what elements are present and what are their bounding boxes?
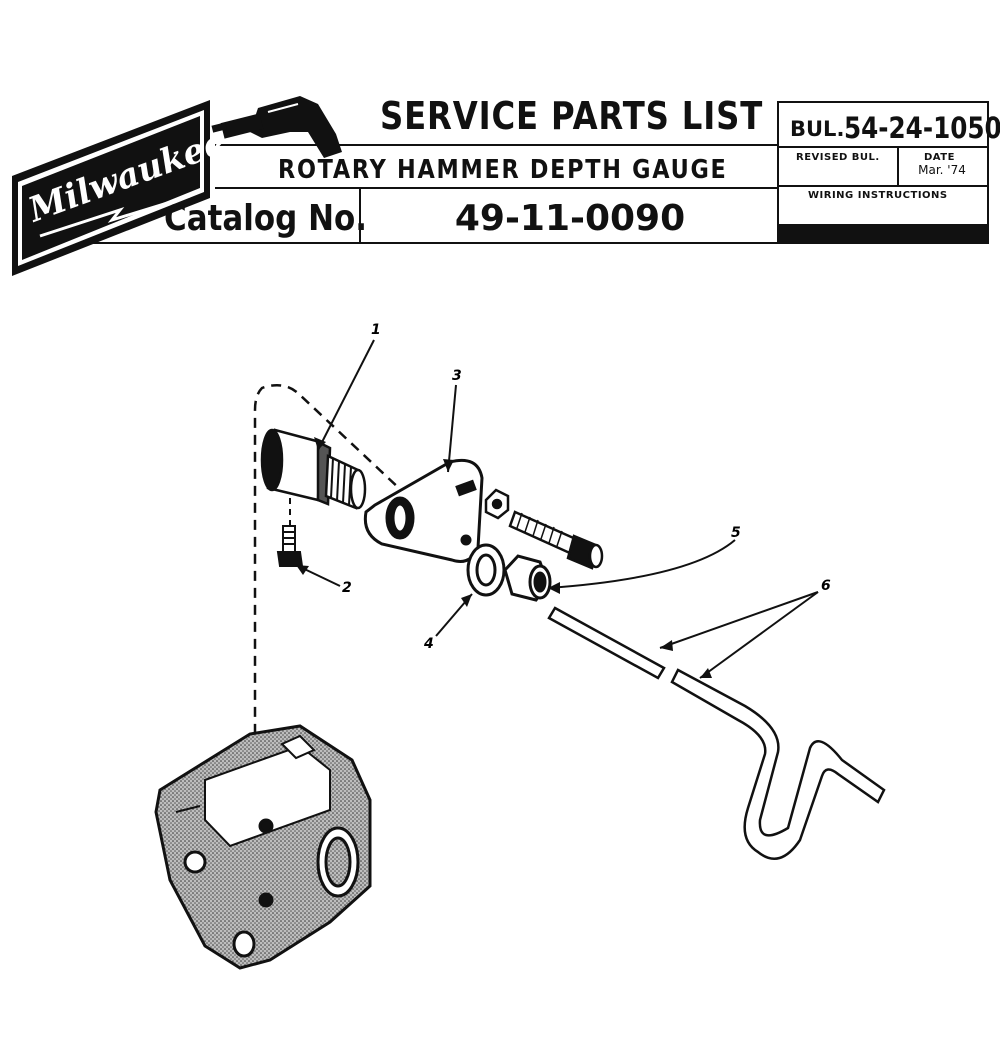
part-6-depth-rod (547, 606, 886, 860)
date-label: DATE (924, 152, 955, 163)
callout-5: 5 (731, 525, 741, 541)
wiring-instructions-label: WIRING INSTRUCTIONS (808, 190, 948, 201)
callout-2: 2 (342, 580, 352, 596)
date-value: Mar. '74 (918, 163, 966, 177)
part-5-nut (503, 554, 552, 602)
part-1-adapter (260, 428, 367, 510)
revised-bulletin-label: REVISED BUL. (796, 152, 880, 163)
callout-1: 1 (371, 322, 381, 338)
bulletin-number: 54-24-1050 (844, 111, 1000, 145)
catalog-number: 49-11-0090 (454, 198, 686, 239)
part-3-bracket (363, 458, 484, 563)
callout-4: 4 (423, 636, 434, 652)
part-2-screw (276, 525, 304, 567)
rotary-hammer-icon (211, 96, 342, 158)
bulletin-prefix: BUL. (790, 117, 845, 141)
knurled-nut (484, 488, 510, 520)
catalog-label: Catalog No. (164, 198, 368, 239)
milwaukee-logo (12, 100, 210, 276)
page-title: SERVICE PARTS LIST (380, 94, 764, 138)
leader-arrowheads (296, 437, 712, 678)
tool-housing (154, 724, 372, 970)
callout-3: 3 (452, 368, 462, 384)
header-rules (85, 101, 989, 244)
product-subtitle: ROTARY HAMMER DEPTH GAUGE (278, 155, 728, 185)
callout-6: 6 (821, 578, 831, 594)
part-4-washer (466, 543, 506, 597)
socket-head-screw (508, 510, 604, 570)
leader-lines (295, 339, 819, 679)
